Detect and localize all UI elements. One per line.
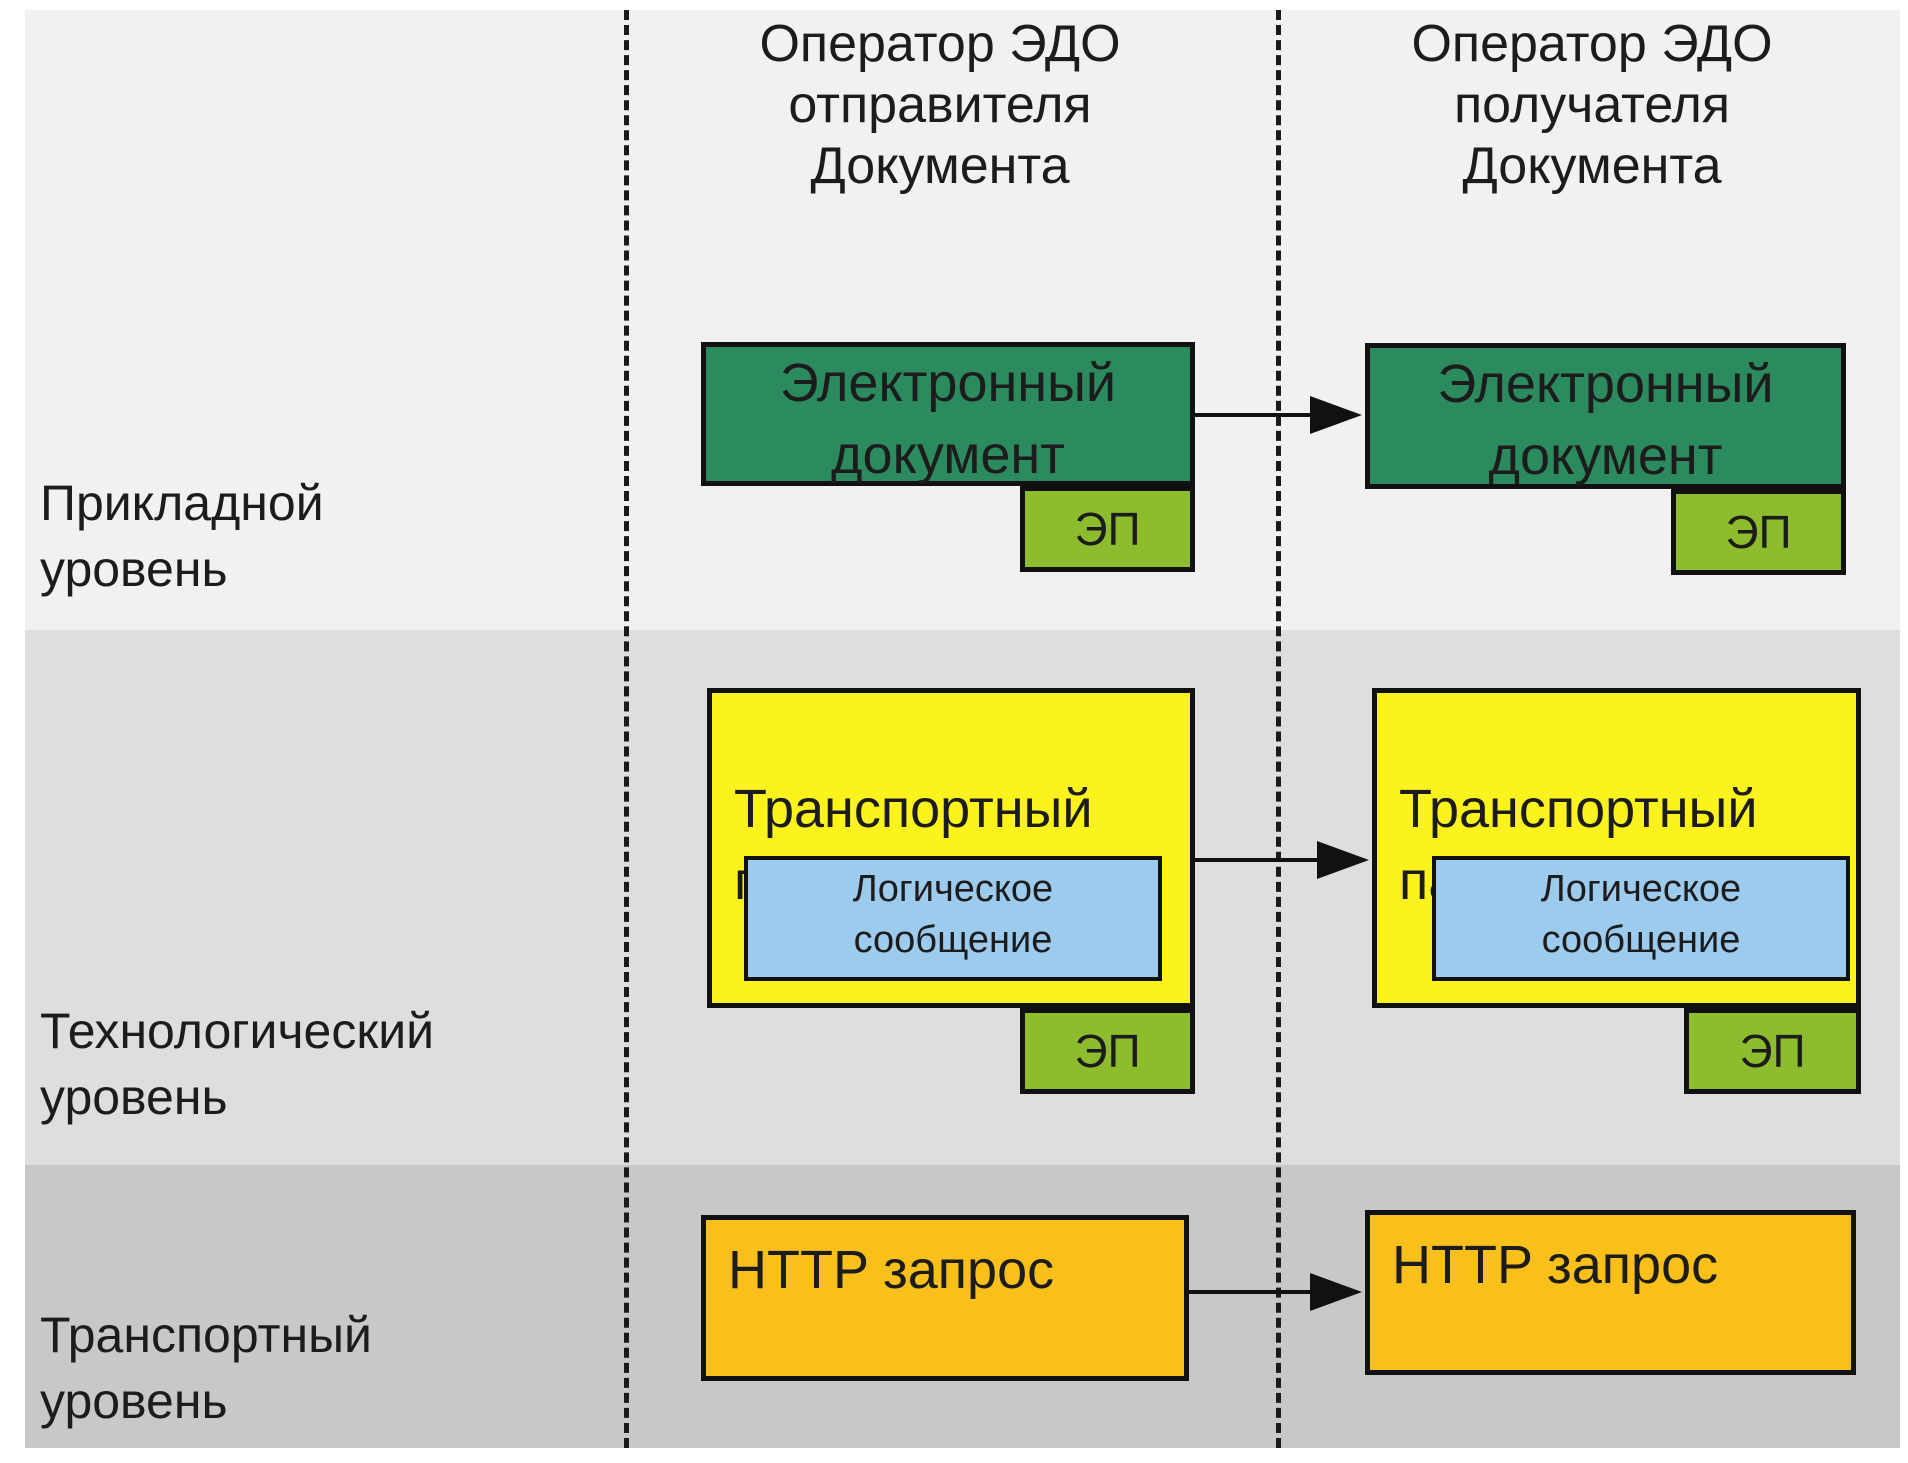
- receiver-http-request: HTTP запрос: [1365, 1210, 1856, 1375]
- receiver-electronic-document: Электронный документ: [1365, 343, 1846, 489]
- receiver-operator-header: Оператор ЭДО получателя Документа: [1411, 15, 1773, 195]
- application-level-label: Прикладной уровень: [40, 475, 324, 597]
- receiver-document-signature: ЭП: [1671, 489, 1846, 575]
- receiver-logical-message: Логическое сообщение: [1432, 856, 1850, 981]
- sender-column-divider: [624, 10, 629, 1448]
- receiver-column-divider: [1276, 10, 1281, 1448]
- sender-electronic-document: Электронный документ: [701, 342, 1195, 486]
- request-transfer-arrow: [1189, 1273, 1362, 1311]
- sender-packet-signature: ЭП: [1020, 1008, 1195, 1094]
- sender-http-request: HTTP запрос: [701, 1215, 1189, 1381]
- transport-level-label: Транспортный уровень: [40, 1307, 372, 1429]
- document-transfer-arrow: [1195, 396, 1362, 434]
- technological-level-label: Технологический уровень: [40, 1003, 435, 1125]
- sender-logical-message: Логическое сообщение: [744, 856, 1162, 981]
- receiver-packet-signature: ЭП: [1684, 1008, 1861, 1094]
- sender-document-signature: ЭП: [1020, 486, 1195, 572]
- application-level-band: [25, 10, 1900, 630]
- packet-transfer-arrow: [1195, 841, 1369, 879]
- sender-operator-header: Оператор ЭДО отправителя Документа: [759, 15, 1121, 195]
